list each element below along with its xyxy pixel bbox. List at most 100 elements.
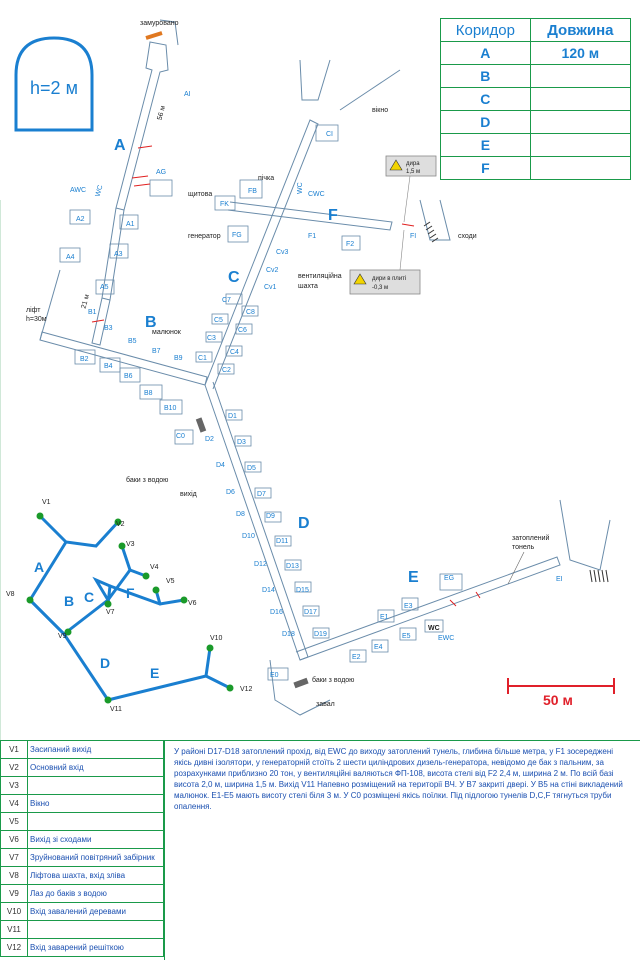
svg-text:V9: V9 [58, 633, 67, 640]
svg-text:WC: WC [428, 625, 440, 632]
svg-text:C5: C5 [214, 317, 223, 324]
svg-text:AI: AI [184, 91, 191, 98]
svg-text:V6: V6 [188, 600, 197, 607]
corridor-letter-f: F [328, 207, 338, 224]
svg-text:EWC: EWC [438, 635, 454, 642]
svg-text:D17: D17 [304, 609, 317, 616]
svg-text:B3: B3 [104, 325, 113, 332]
svg-text:AWC: AWC [70, 187, 86, 194]
svg-text:CWC: CWC [308, 191, 325, 198]
svg-text:B6: B6 [124, 373, 133, 380]
svg-text:V4: V4 [150, 564, 159, 571]
svg-text:21 м: 21 м [81, 293, 92, 309]
svg-text:V7: V7 [106, 609, 115, 616]
scale-bar [507, 678, 615, 694]
svg-text:B8: B8 [144, 390, 153, 397]
svg-text:D4: D4 [216, 462, 225, 469]
svg-text:C0: C0 [176, 433, 185, 440]
svg-text:D16: D16 [270, 609, 283, 616]
svg-text:шахта: шахта [298, 283, 318, 290]
svg-text:E5: E5 [402, 633, 411, 640]
svg-text:D14: D14 [262, 587, 275, 594]
header-length: Довжина [529, 18, 632, 42]
water-tank-c0 [195, 417, 207, 433]
svg-text:D5: D5 [247, 465, 256, 472]
warning-plate-holes-box: дири в плиті -0,3 м [349, 229, 421, 295]
svg-text:h=30м: h=30м [26, 316, 47, 323]
svg-text:B: B [64, 593, 74, 609]
svg-text:вентиляційна: вентиляційна [298, 272, 342, 280]
svg-text:EI: EI [556, 576, 563, 583]
table-row: D [440, 110, 632, 134]
svg-text:-0,3 м: -0,3 м [372, 285, 388, 291]
svg-text:Cv2: Cv2 [266, 267, 279, 274]
corridor-letter-b: B [145, 314, 157, 331]
schematic-vertex-labels: V1 V2 V3 V4 V5 V6 V7 V8 V9 V10 V11 V12 [6, 499, 253, 713]
svg-text:дири в плиті: дири в плиті [372, 276, 406, 282]
node-v6 [180, 596, 188, 604]
svg-text:D3: D3 [237, 439, 246, 446]
svg-text:A5: A5 [100, 284, 109, 291]
svg-text:B5: B5 [128, 338, 137, 345]
svg-text:FI: FI [410, 233, 416, 240]
svg-text:FG: FG [232, 232, 242, 239]
warning-hole-box: дира 1,5 м [385, 155, 437, 223]
svg-text:C3: C3 [207, 335, 216, 342]
svg-text:E2: E2 [352, 654, 361, 661]
svg-text:V1: V1 [42, 499, 51, 506]
svg-text:C1: C1 [198, 355, 207, 362]
node-v3 [118, 542, 126, 550]
svg-text:E4: E4 [374, 644, 383, 651]
svg-text:A: A [34, 559, 44, 575]
room-labels: AI AG AWC A1 A2 A3 A4 A5 WC B1 B2 B3 B4 … [66, 91, 563, 679]
schematic-nodes [26, 512, 234, 704]
table-row: V5 [0, 812, 164, 831]
scale-label: 50 м [543, 692, 573, 708]
svg-text:F1: F1 [308, 233, 316, 240]
notes-text: У районі D17-D18 затоплений прохід, від … [174, 747, 623, 811]
bricked-up-mark [145, 31, 163, 40]
svg-text:C6: C6 [238, 327, 247, 334]
table-row: E [440, 133, 632, 157]
table-row: V3 [0, 776, 164, 795]
svg-text:E1: E1 [380, 614, 389, 621]
svg-text:WC: WC [297, 182, 304, 194]
node-v2 [114, 518, 122, 526]
svg-text:E0: E0 [270, 672, 279, 679]
svg-text:C7: C7 [222, 297, 231, 304]
map-labels: замуровано вікно пічка щитова генератор … [26, 20, 550, 708]
svg-text:B7: B7 [152, 348, 161, 355]
svg-text:A3: A3 [114, 251, 123, 258]
node-v8 [26, 596, 34, 604]
stairs-ei [589, 569, 609, 583]
svg-text:Cv1: Cv1 [264, 284, 277, 291]
svg-text:E: E [150, 665, 159, 681]
node-v12 [226, 684, 234, 692]
svg-text:щитова: щитова [188, 191, 212, 198]
svg-text:затоплений: затоплений [512, 534, 550, 542]
svg-text:EG: EG [444, 575, 454, 582]
corridor-letter-e: E [408, 569, 419, 586]
svg-text:D6: D6 [226, 489, 235, 496]
svg-text:D19: D19 [314, 631, 327, 638]
svg-text:AG: AG [156, 169, 166, 176]
node-v9 [64, 628, 72, 636]
svg-text:B10: B10 [164, 405, 177, 412]
svg-text:CI: CI [326, 131, 333, 138]
node-v7 [104, 600, 112, 608]
svg-text:D9: D9 [266, 513, 275, 520]
svg-text:вікно: вікно [372, 106, 388, 114]
svg-text:замуровано: замуровано [140, 20, 179, 27]
table-row: F [440, 156, 632, 180]
left-margin-line [0, 200, 1, 740]
notes-box [164, 740, 640, 960]
svg-text:D7: D7 [257, 491, 266, 498]
schematic-corridor-letters: A B C F D E [34, 559, 159, 681]
table-row: C [440, 87, 632, 111]
